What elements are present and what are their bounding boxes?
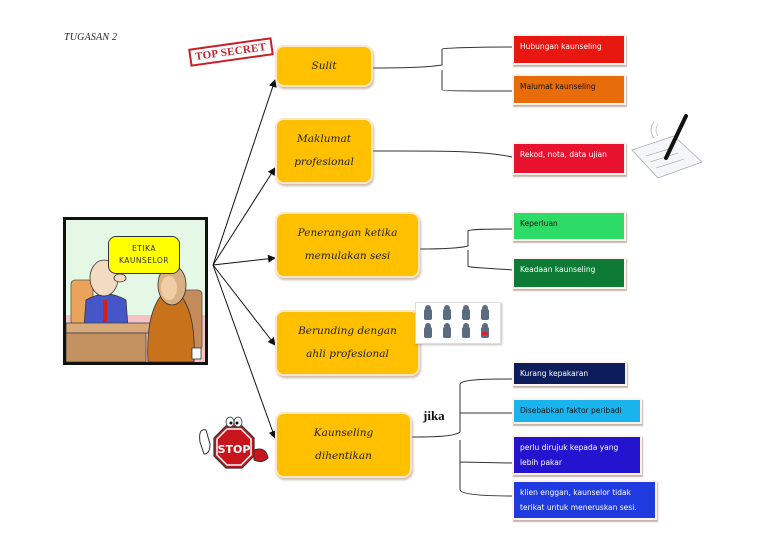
branch-label-line2: dihentikan: [315, 450, 372, 462]
arrow-to-dihentikan: [212, 264, 277, 439]
arrow-to-sulit: [212, 79, 277, 266]
branch-label-line1: Kaunseling: [313, 427, 374, 439]
branch-label-line2: memulakan sesi: [304, 250, 391, 262]
leaf-malumat-kaunseling[interactable]: Malumat kaunseling: [512, 74, 626, 105]
penerangan-bracket: [419, 228, 513, 271]
people-icons-grid: [415, 302, 501, 344]
stop-sign-mascot: STOP: [196, 414, 276, 480]
leaf-rekod-nota[interactable]: Rekod, nota, data ujian: [512, 142, 626, 175]
leaf-keadaan-kaunseling[interactable]: Keadaan kaunseling: [512, 257, 626, 289]
branch-node-dihentikan[interactable]: Kaunseling dihentikan: [275, 412, 412, 478]
sulit-bracket: [372, 46, 513, 92]
branch-label-line1: Berunding dengan: [298, 325, 397, 337]
page-title: TUGASAN 2: [64, 32, 118, 43]
branch-node-sulit[interactable]: Sulit: [275, 45, 373, 87]
dihentikan-bracket: [411, 378, 513, 497]
arrow-to-berunding: [212, 264, 276, 346]
branch-label: Sulit: [311, 59, 337, 72]
leaf-dirujuk-pakar[interactable]: perlu dirujuk kepada yang lebih pakar: [512, 435, 642, 475]
leaf-faktor-peribadi[interactable]: Disebabkan faktor peribadi: [512, 398, 642, 424]
center-cartoon: ETIKA KAUNSELOR: [63, 217, 208, 365]
center-label-line1: ETIKA: [132, 244, 156, 253]
branch-node-maklumat-profesional[interactable]: Maklumat profesional: [275, 118, 373, 184]
branch-label-line1: Penerangan ketika: [297, 227, 398, 239]
branch-node-berunding[interactable]: Berunding dengan ahli profesional: [275, 310, 420, 376]
leaf-klien-enggan[interactable]: klien enggan, kaunselor tidak terikat un…: [512, 480, 657, 520]
stop-sign-icon: STOP: [199, 416, 269, 469]
maklumat-connector: [372, 150, 513, 158]
arrow-to-penerangan: [212, 254, 276, 266]
counselor-cartoon-icon: [66, 259, 205, 362]
pen-notepad-icon: [631, 114, 703, 179]
leaf-hubungan-kaunseling[interactable]: Hubungan kaunseling: [512, 34, 626, 65]
leaf-kurang-kepakaran[interactable]: Kurang kepakaran: [512, 361, 627, 386]
center-label-line2: KAUNSELOR: [118, 256, 170, 265]
branch-label-line2: profesional: [294, 156, 354, 168]
center-label: ETIKA KAUNSELOR: [108, 236, 180, 274]
connector-label-jika: jika: [423, 408, 445, 423]
arrow-to-maklumat: [212, 167, 276, 266]
branch-label-line1: Maklumat: [297, 133, 351, 145]
branch-node-penerangan[interactable]: Penerangan ketika memulakan sesi: [275, 212, 420, 278]
leaf-keperluan[interactable]: Keperluan: [512, 211, 626, 241]
stop-sign-text: STOP: [218, 443, 251, 456]
people-icons: [424, 305, 489, 338]
branch-label-line2: ahli profesional: [306, 348, 389, 360]
